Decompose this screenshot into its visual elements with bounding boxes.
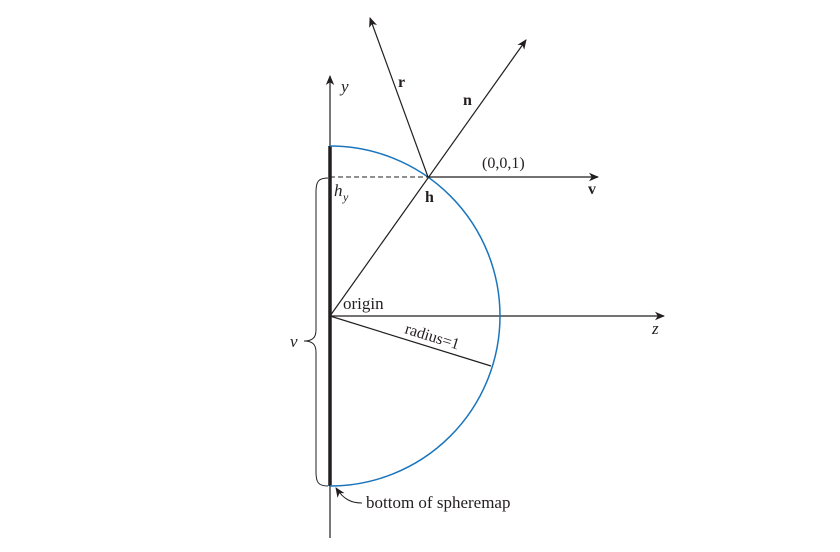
n-vector-label: n	[463, 92, 472, 109]
radius-label: radius=1	[403, 321, 462, 354]
r-vector-label: r	[398, 74, 405, 91]
h-point-label: h	[425, 189, 434, 206]
v-brace	[303, 177, 329, 487]
bottom-pointer	[335, 487, 363, 504]
hy-label: h	[334, 181, 343, 200]
hemisphere-arc	[329, 145, 501, 487]
hy-subscript: y	[342, 190, 349, 204]
v-vector-label: v	[588, 181, 596, 198]
origin-label: origin	[343, 294, 384, 313]
v-brace-label: v	[290, 332, 298, 351]
radius-line	[329, 315, 492, 367]
r-vector-line	[369, 17, 429, 178]
y-axis-label: y	[339, 77, 349, 96]
v-coord-label: (0,0,1)	[482, 155, 525, 172]
z-axis-label: z	[651, 319, 659, 338]
n-vector-line	[329, 39, 527, 317]
bottom-label: bottom of spheremap	[366, 493, 510, 512]
